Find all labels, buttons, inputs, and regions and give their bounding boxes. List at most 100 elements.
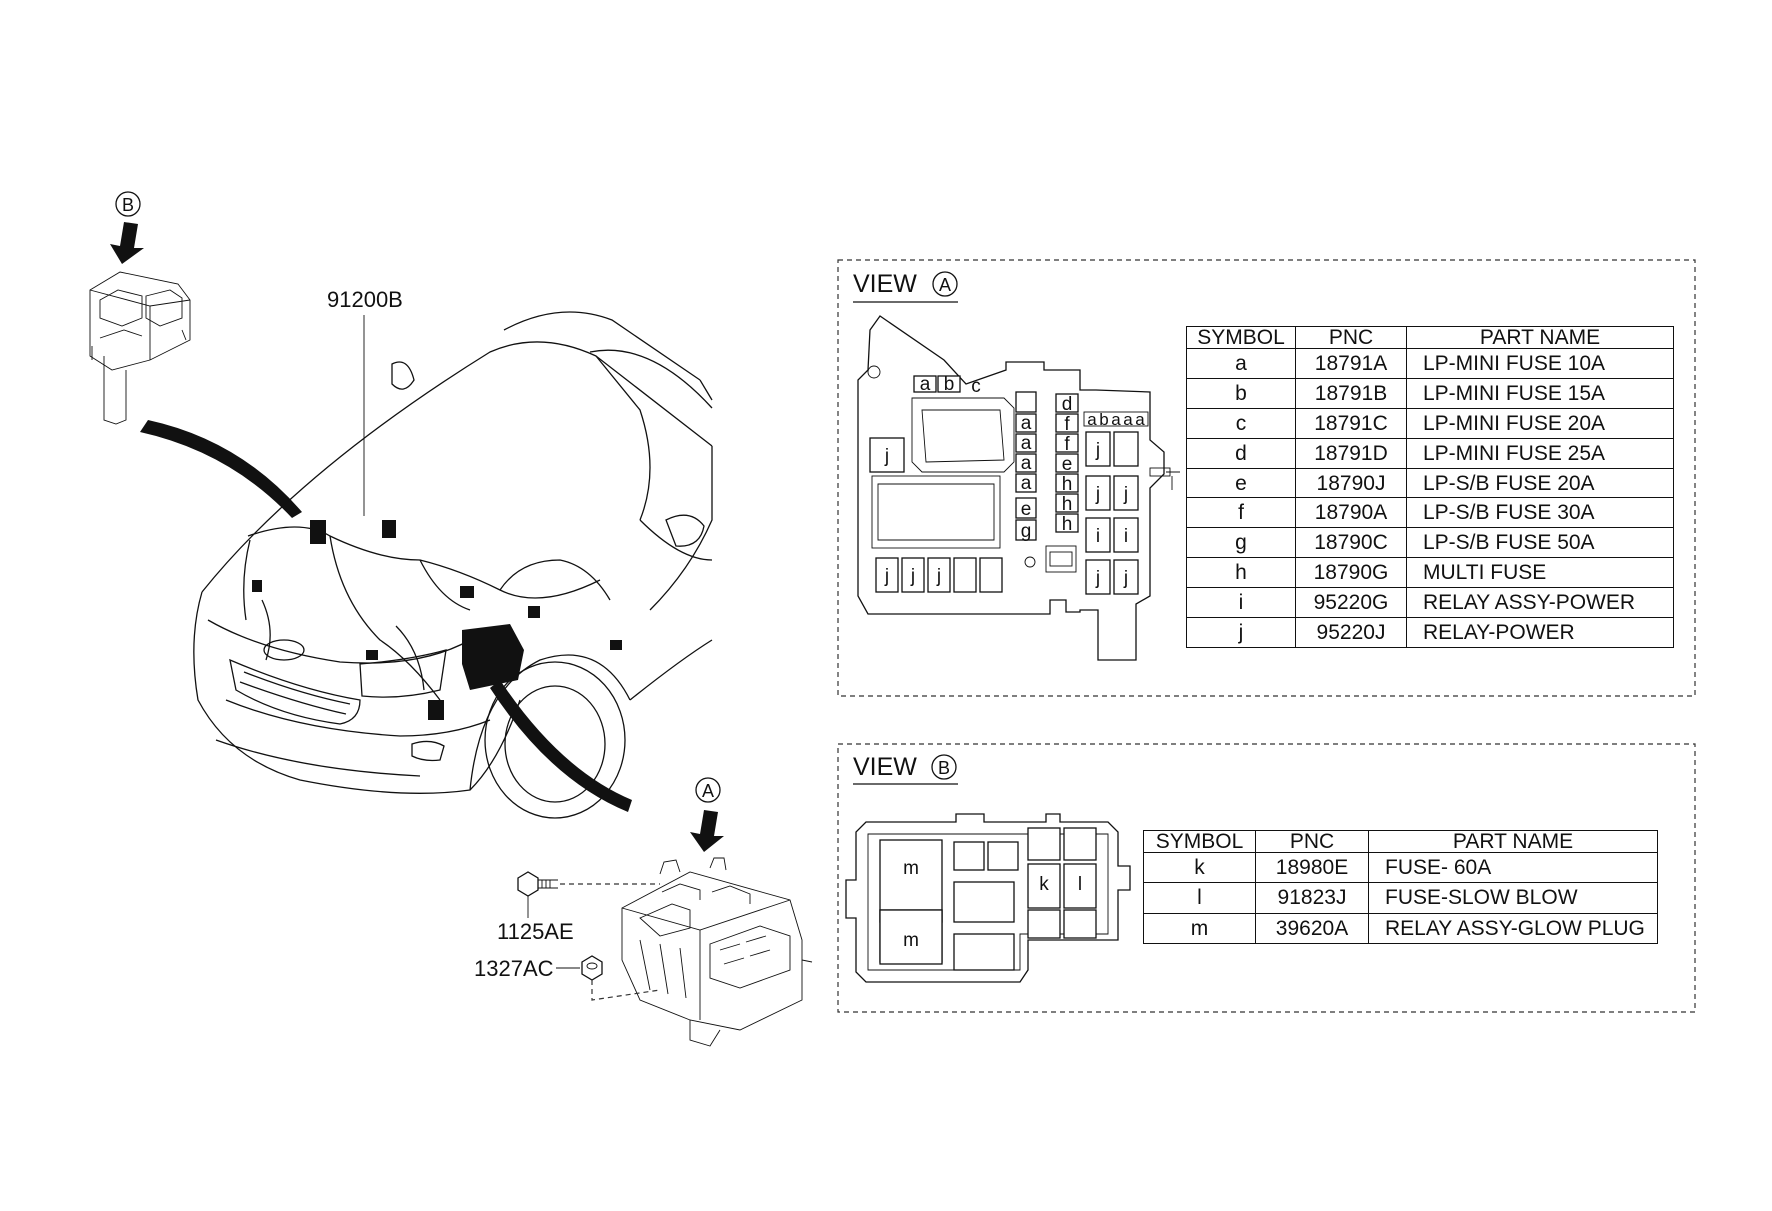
symbol-cell: h	[1186, 557, 1296, 589]
box-a-label-f2: f	[1064, 434, 1070, 455]
box-b-label-l: l	[1078, 874, 1082, 895]
fuse-box-a-diagram: a b c j a a a a e g d f f e h h h	[857, 315, 1180, 661]
box-a-label-f1: f	[1064, 414, 1070, 435]
part-name-cell: LP-S/B FUSE 30A	[1406, 497, 1674, 529]
table-header-row: SYMBOL PNC PART NAME	[1186, 326, 1674, 349]
part-name-cell: LP-MINI FUSE 15A	[1406, 377, 1674, 409]
symbol-cell: d	[1186, 437, 1296, 469]
bolt-icon	[517, 871, 558, 897]
box-b-label-m1: m	[903, 858, 919, 879]
marker-b-letter: B	[122, 195, 134, 215]
pnc-cell: 18980E	[1255, 851, 1369, 884]
nut-icon	[581, 955, 603, 981]
pnc-cell: 91823J	[1255, 882, 1369, 914]
part-name-cell: FUSE- 60A	[1368, 851, 1658, 884]
part-name-cell: FUSE-SLOW BLOW	[1368, 882, 1658, 914]
col-symbol: SYMBOL	[1143, 830, 1256, 853]
pnc-cell: 39620A	[1255, 912, 1369, 945]
pnc-cell: 18791B	[1295, 377, 1407, 409]
arrow-a-icon	[690, 810, 724, 852]
symbol-cell: a	[1186, 348, 1296, 379]
harness-part-number: 91200B	[327, 287, 403, 312]
col-pnc: PNC	[1295, 326, 1407, 349]
col-part-name: PART NAME	[1406, 326, 1674, 349]
box-a-label-a: a	[920, 374, 931, 395]
box-a-col-label-2: a	[1021, 433, 1032, 454]
view-a-marker-letter: A	[939, 275, 951, 295]
box-a-col-label-4: a	[1021, 473, 1032, 494]
pnc-cell: 95220J	[1295, 617, 1407, 648]
box-a-tr-5: a	[1135, 410, 1145, 429]
part-name-cell: LP-MINI FUSE 20A	[1406, 407, 1674, 439]
part-name-cell: LP-S/B FUSE 20A	[1406, 467, 1674, 499]
box-a-jb-3: j	[936, 566, 941, 587]
box-a-label-c: c	[971, 376, 981, 397]
fuse-box-b-diagram: m m k l	[845, 813, 1131, 983]
col-pnc: PNC	[1255, 830, 1369, 853]
box-a-label-h1: h	[1062, 474, 1073, 495]
part-name-cell: RELAY ASSY-GLOW PLUG	[1368, 912, 1658, 945]
box-a-jb-1: j	[884, 566, 889, 587]
box-a-jr-4: j	[1095, 568, 1100, 589]
box-a-tr-3: a	[1111, 410, 1121, 429]
symbol-cell: e	[1186, 467, 1296, 499]
pointer-arrow-a	[490, 680, 632, 812]
car-outline	[193, 311, 713, 819]
box-a-label-j-side: j	[884, 446, 889, 467]
marker-b: B	[115, 191, 141, 217]
symbol-cell: j	[1186, 617, 1296, 648]
box-a-col-label-1: a	[1021, 413, 1032, 434]
box-a-label-h3: h	[1062, 514, 1073, 535]
marker-a-letter: A	[702, 781, 714, 801]
box-a-tr-1: a	[1087, 410, 1097, 429]
box-a-tr-4: a	[1123, 410, 1133, 429]
fuse-block-a	[621, 857, 813, 1047]
box-a-jr-1: j	[1095, 440, 1100, 461]
pnc-cell: 18790J	[1295, 467, 1407, 499]
box-a-col-label-g: g	[1021, 521, 1032, 542]
view-a-marker	[932, 271, 958, 297]
arrow-b-icon	[110, 222, 144, 264]
view-b-frame	[837, 743, 1696, 1013]
box-a-label-h2: h	[1062, 494, 1073, 515]
nut-leader-dashed	[591, 980, 661, 1001]
relay-block-b	[89, 271, 191, 425]
col-symbol: SYMBOL	[1186, 326, 1296, 349]
pnc-cell: 95220G	[1295, 587, 1407, 619]
part-name-cell: MULTI FUSE	[1406, 557, 1674, 589]
view-b-marker-letter: B	[938, 758, 950, 778]
box-a-jr-2: j	[1095, 484, 1100, 505]
box-b-label-k: k	[1039, 874, 1049, 895]
symbol-cell: f	[1186, 497, 1296, 529]
wiring-harness	[243, 520, 622, 720]
box-a-jr-5: j	[1123, 568, 1128, 589]
pnc-cell: 18791D	[1295, 437, 1407, 469]
box-a-col-label-e: e	[1021, 499, 1032, 520]
symbol-cell: m	[1143, 912, 1256, 945]
symbol-cell: c	[1186, 407, 1296, 439]
part-name-cell: LP-MINI FUSE 25A	[1406, 437, 1674, 469]
box-a-label-b: b	[944, 374, 955, 395]
pnc-cell: 18790G	[1295, 557, 1407, 589]
nut-part-number: 1327AC	[474, 956, 554, 981]
box-a-col-label-3: a	[1021, 453, 1032, 474]
view-a-frame	[837, 259, 1696, 697]
symbol-cell: k	[1143, 851, 1256, 884]
table-header-row: SYMBOL PNC PART NAME	[1143, 830, 1658, 853]
box-a-label-d: d	[1062, 394, 1073, 415]
box-a-jb-2: j	[910, 566, 915, 587]
